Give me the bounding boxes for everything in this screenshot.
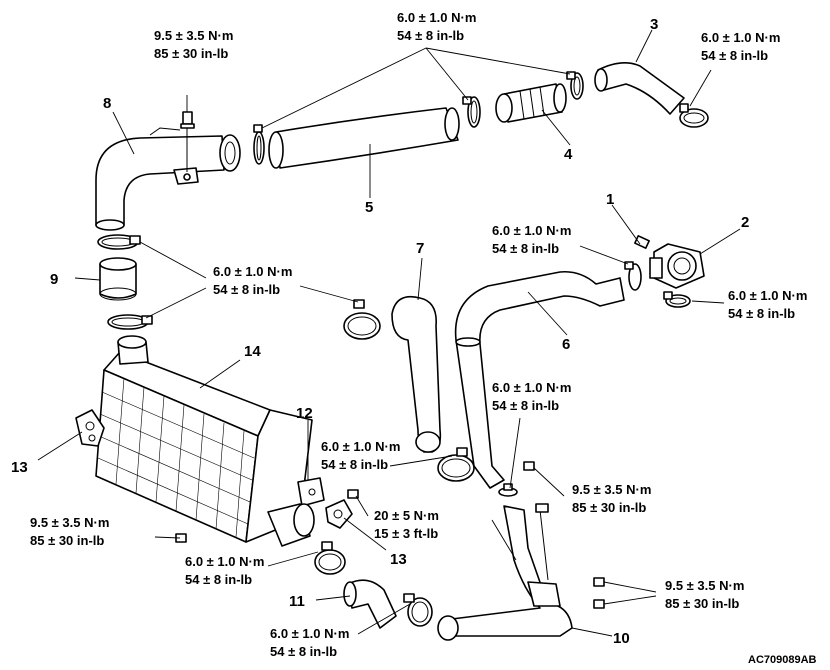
- hose-clamp-icon: [663, 291, 691, 308]
- torque-label-imperial: 85 ± 30 in-lb: [572, 500, 646, 515]
- torque-label-nm: 9.5 ± 3.5 N·m: [154, 28, 233, 43]
- torque-label-nm: 6.0 ± 1.0 N·m: [213, 264, 292, 279]
- part-11-hose: [343, 579, 397, 629]
- torque-label-nm: 9.5 ± 3.5 N·m: [30, 515, 109, 530]
- callout-11: 11: [289, 593, 305, 610]
- bolt-icon: [523, 461, 605, 609]
- torque-label-nm: 6.0 ± 1.0 N·m: [728, 288, 807, 303]
- torque-label-nm: 6.0 ± 1.0 N·m: [492, 223, 571, 238]
- torque-label-nm: 9.5 ± 3.5 N·m: [572, 482, 651, 497]
- torque-label-imperial: 54 ± 8 in-lb: [492, 398, 559, 413]
- hose-clamp-icon: [253, 124, 265, 165]
- hose-clamp-icon: [462, 96, 481, 128]
- callout-10: 10: [613, 630, 630, 647]
- hose-clamp-icon: [566, 71, 584, 100]
- hose-clamp-icon: [624, 261, 642, 291]
- callout-1: 1: [606, 191, 614, 208]
- part-13-bracket: [325, 499, 353, 529]
- torque-label-nm: 6.0 ± 1.0 N·m: [492, 380, 571, 395]
- callout-14: 14: [244, 343, 261, 360]
- part-10-pipe: [437, 503, 573, 641]
- torque-label-nm: 6.0 ± 1.0 N·m: [185, 554, 264, 569]
- callout-4: 4: [564, 146, 573, 163]
- torque-label-imperial: 15 ± 3 ft-lb: [374, 526, 438, 541]
- hose-clamp-icon: [403, 593, 433, 627]
- torque-label-imperial: 85 ± 30 in-lb: [665, 596, 739, 611]
- torque-label-imperial: 54 ± 8 in-lb: [213, 282, 280, 297]
- callout-2: 2: [741, 214, 749, 231]
- torque-label-nm: 20 ± 5 N·m: [374, 508, 439, 523]
- part-12-bracket: [297, 477, 325, 507]
- part-13-bracket: [75, 409, 105, 447]
- torque-label-imperial: 54 ± 8 in-lb: [185, 572, 252, 587]
- part-5-hose: [268, 107, 460, 169]
- part-2-valve: [649, 243, 705, 289]
- part-9-hose: [99, 257, 137, 301]
- torque-label-nm: 6.0 ± 1.0 N·m: [397, 10, 476, 25]
- figure-code: AC709089AB: [748, 654, 817, 666]
- leader-lines: [37, 29, 741, 637]
- callout-13: 13: [11, 459, 28, 476]
- torque-label-nm: 6.0 ± 1.0 N·m: [321, 439, 400, 454]
- torque-label-imperial: 54 ± 8 in-lb: [270, 644, 337, 659]
- torque-label-nm: 9.5 ± 3.5 N·m: [665, 578, 744, 593]
- torque-label-imperial: 54 ± 8 in-lb: [397, 28, 464, 43]
- torque-label-imperial: 85 ± 30 in-lb: [30, 533, 104, 548]
- torque-label-imperial: 54 ± 8 in-lb: [701, 48, 768, 63]
- intercooler-outlet-pipe: [267, 503, 315, 547]
- callout-9: 9: [50, 271, 58, 288]
- part-1-bracket: [634, 235, 650, 249]
- hose-clamp-icon: [107, 314, 153, 330]
- part-6-long-hose: [454, 270, 625, 489]
- torque-label-nm: 6.0 ± 1.0 N·m: [701, 30, 780, 45]
- torque-label-imperial: 54 ± 8 in-lb: [728, 306, 795, 321]
- callout-13: 13: [390, 551, 407, 568]
- hose-clamp-icon: [97, 234, 141, 250]
- callout-8: 8: [103, 95, 111, 112]
- callout-7: 7: [416, 240, 424, 257]
- torque-label-imperial: 54 ± 8 in-lb: [321, 457, 388, 472]
- torque-label-imperial: 85 ± 30 in-lb: [154, 46, 228, 61]
- hose-clamp-icon: [679, 103, 709, 128]
- bolt-icon: [180, 111, 195, 172]
- callout-6: 6: [562, 336, 570, 353]
- part-3-bent-hose: [594, 62, 685, 115]
- callout-3: 3: [650, 16, 658, 33]
- hose-clamp-icon: [343, 299, 381, 340]
- part-4-hose: [495, 83, 567, 123]
- torque-label-nm: 6.0 ± 1.0 N·m: [270, 626, 349, 641]
- callout-12: 12: [296, 405, 313, 422]
- torque-label-imperial: 54 ± 8 in-lb: [492, 241, 559, 256]
- hose-clamp-icon: [314, 541, 346, 575]
- part-8-air-pipe: [95, 127, 241, 231]
- callout-5: 5: [365, 199, 373, 216]
- hose-clamp-icon: [437, 447, 475, 482]
- bolt-icon: [347, 489, 359, 499]
- part-7-hose: [391, 295, 442, 453]
- hose-clamp-icon: [498, 483, 518, 497]
